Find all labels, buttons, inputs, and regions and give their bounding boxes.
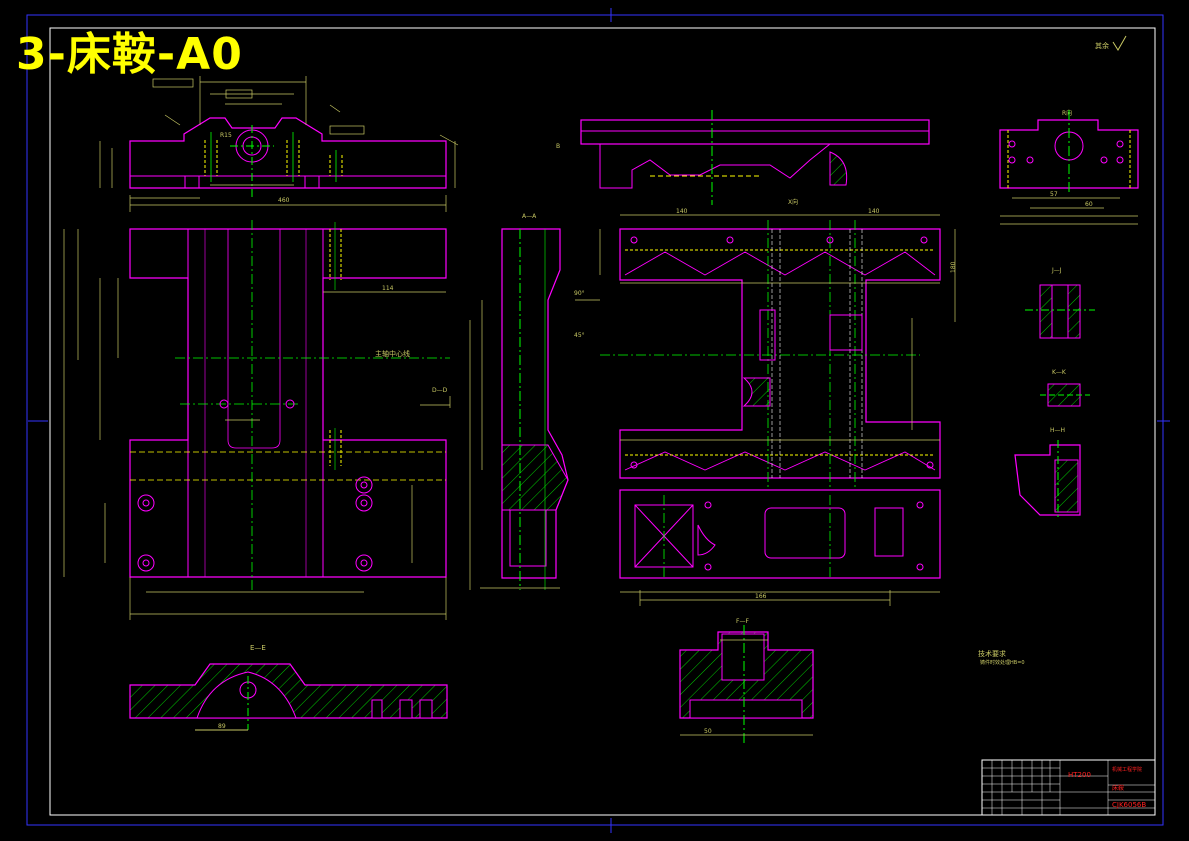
title-company: 机械工程学院 (1112, 766, 1142, 773)
view-b: B X向 (556, 110, 930, 206)
dim-140a: 140 (676, 208, 688, 215)
dim-114: 114 (382, 285, 394, 292)
section-hh-label: H—H (1050, 427, 1065, 434)
tech-req-title: 技术要求 (978, 649, 1006, 658)
bottom-view: 166 (619, 489, 941, 606)
title-drawing-no: CJK6056B (1112, 801, 1146, 809)
dim-r15: R15 (220, 132, 232, 139)
section-ff: F—F 50 (679, 618, 814, 745)
section-dd-label: D—D (432, 387, 448, 394)
right-small-sections: J—J K—K H—H (1014, 267, 1095, 520)
sheet-title: 3-床鞍-A0 (16, 29, 243, 80)
view-x-label: X向 (788, 198, 798, 206)
dim-45deg: 45° (574, 332, 585, 339)
tech-req-line: 铸件时效处理HB=0 (980, 659, 1025, 666)
view-r: R向 57 60 (999, 109, 1139, 225)
dim-140b: 140 (868, 208, 880, 215)
top-elevation-view: 460 R15 (99, 76, 459, 212)
plan-view: 主轴中心线 D—D 114 (63, 220, 451, 620)
title-material: HT200 (1068, 771, 1091, 779)
title-block: HT200 机械工程学院 床鞍 CJK6056B (981, 759, 1156, 816)
section-jj-label: J—J (1051, 267, 1062, 274)
dim-50: 50 (704, 728, 712, 735)
section-aa: A—A 90° 45° (469, 213, 600, 590)
top-view-outline (129, 117, 447, 189)
section-kk-label: K—K (1052, 369, 1067, 376)
view-r-label: R向 (1062, 109, 1072, 117)
section-ee-label: E—E (250, 644, 266, 652)
view-b-label: B (556, 143, 560, 150)
spindle-center-label: 主轴中心线 (375, 349, 410, 358)
section-ee: E—E 89 (129, 644, 448, 731)
section-aa-outline (501, 228, 569, 579)
sheet-border (26, 14, 1164, 826)
plan-outline (129, 228, 447, 578)
section-ff-label: F—F (736, 618, 749, 625)
roughness-note: 其余 (1095, 41, 1109, 50)
dim-89: 89 (218, 723, 226, 730)
section-aa-label: A—A (522, 213, 537, 220)
dim-180: 180 (950, 261, 957, 273)
front-main-outline (619, 228, 941, 479)
drawing-frame (49, 27, 1156, 816)
roughness-symbol (1112, 35, 1127, 51)
dim-166: 166 (755, 593, 767, 600)
bottom-view-outline (619, 489, 941, 579)
front-main-view: 140 140 180 (599, 208, 957, 593)
title-part-name: 床鞍 (1112, 784, 1124, 792)
dim-90deg: 90° (574, 290, 585, 297)
view-r-outline (999, 119, 1139, 189)
view-b-rail (580, 119, 930, 145)
dim-57: 57 (1050, 191, 1058, 198)
dim-60: 60 (1085, 201, 1093, 208)
dim-top-width: 460 (278, 197, 290, 204)
